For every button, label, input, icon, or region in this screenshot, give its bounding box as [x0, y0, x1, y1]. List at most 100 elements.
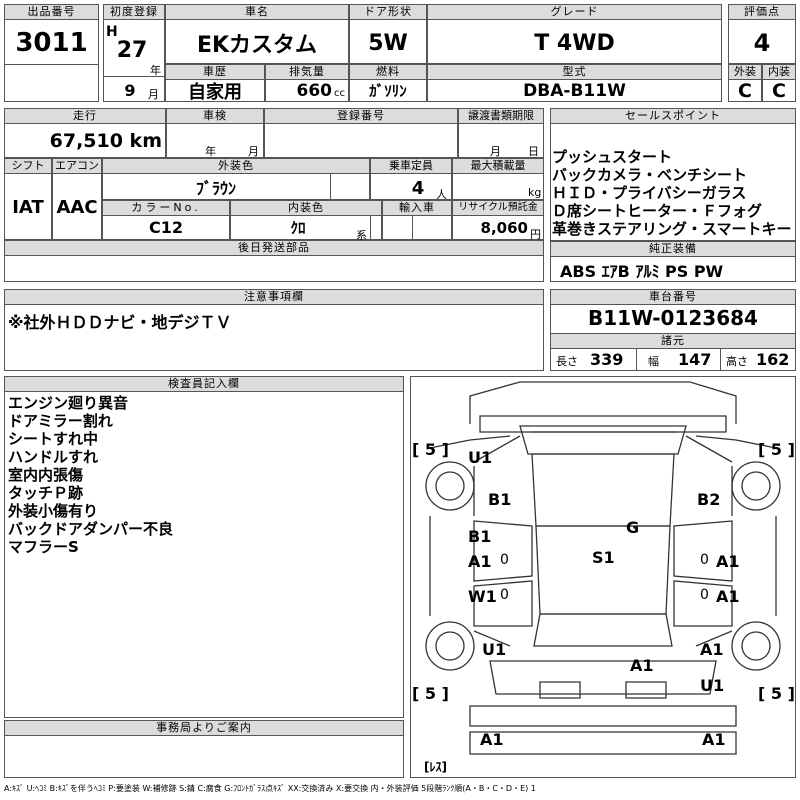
- damage-mark: A1: [716, 552, 740, 571]
- damage-mark: A1: [630, 656, 654, 675]
- sales-points-box: [550, 108, 796, 241]
- inspection-year-unit: 年: [205, 145, 216, 158]
- first-reg-era: H: [106, 24, 118, 40]
- recycle-label: リサイクル預託金: [452, 200, 544, 216]
- sales-point: Ｄ席シートヒーター・Ｆフォグ: [552, 202, 763, 220]
- tire-tag: [ 5 ]: [758, 684, 795, 703]
- tire-tag: [ 5 ]: [412, 684, 449, 703]
- sales-point: ＨＩＤ・プライバシーガラス: [552, 184, 747, 202]
- score-label: 評価点: [728, 4, 796, 20]
- inspector-list: エンジン廻り異音 ドアミラー割れ シートすれ中 ハンドルすれ 室内内張傷 タッチ…: [8, 394, 173, 556]
- chassis-label: 車台番号: [550, 289, 796, 305]
- damage-mark: A1: [716, 587, 740, 606]
- damage-mark: W1: [468, 587, 497, 606]
- lot-box: [4, 4, 99, 102]
- spare-tire-tag: [ﾚｽ]: [424, 760, 447, 774]
- damage-mark: U1: [468, 448, 493, 467]
- int-color-label: 内装色: [230, 200, 382, 216]
- height-label: 高さ: [726, 355, 748, 368]
- transfer-month-unit: 月: [490, 145, 501, 158]
- recycle: 8,060: [480, 218, 528, 237]
- capacity-unit: 人: [436, 188, 447, 201]
- shift: IAT: [12, 196, 44, 218]
- damage-mark: A1: [702, 730, 726, 749]
- first-reg-month: 9: [124, 80, 136, 100]
- displacement-unit: cc: [334, 88, 345, 99]
- transfer-day-unit: 日: [528, 145, 539, 158]
- inspector-line: ハンドルすれ: [8, 448, 99, 466]
- registration-label: 登録番号: [264, 108, 458, 124]
- damage-mark: B1: [468, 527, 492, 546]
- zero-mark: 0: [500, 552, 509, 568]
- score: 4: [753, 29, 771, 57]
- damage-mark: B2: [697, 490, 721, 509]
- displacement: 660: [296, 80, 333, 101]
- tire-tag: [ 5 ]: [412, 440, 449, 459]
- lot-label: 出品番号: [4, 4, 99, 20]
- inspector-line: 室内内張傷: [8, 466, 84, 484]
- mileage: 67,510 km: [49, 130, 162, 152]
- sales-point: バックカメラ・ベンチシート: [552, 166, 748, 184]
- ext-color-label: 外装色: [102, 158, 370, 174]
- inspector-line: ドアミラー割れ: [8, 412, 113, 430]
- std-equipment: ABS ｴｱB ｱﾙﾐ PS PW: [560, 261, 724, 281]
- exterior-grade: C: [738, 79, 752, 102]
- later-parts-label: 後日発送部品: [4, 240, 544, 256]
- aircon: AAC: [56, 196, 98, 218]
- ext-color: ﾌﾞﾗｳﾝ: [195, 179, 236, 198]
- fuel-label: 燃料: [349, 64, 427, 80]
- fuel: ｶﾞｿﾘﾝ: [369, 82, 407, 100]
- damage-mark: U1: [482, 640, 507, 659]
- int-color: ｸﾛ: [290, 219, 306, 237]
- damage-mark: U1: [700, 676, 725, 695]
- damage-mark: A1: [480, 730, 504, 749]
- max-load-label: 最大積載量: [452, 158, 544, 174]
- sales-points-list: プッシュスタート バックカメラ・ベンチシート ＨＩＤ・プライバシーガラス Ｄ席シ…: [552, 148, 792, 238]
- shift-label: シフト: [4, 158, 52, 174]
- transfer-label: 譲渡書類期限: [458, 108, 544, 124]
- width-label: 幅: [648, 355, 659, 368]
- dimensions-label: 諸元: [550, 333, 796, 349]
- interior-grade: C: [772, 79, 786, 102]
- usage: 自家用: [188, 81, 242, 103]
- inspector-box: [4, 376, 404, 718]
- int-color-suffix: 系: [356, 229, 367, 242]
- first-reg-box: [103, 4, 165, 102]
- inspector-label: 検査員記入欄: [4, 376, 404, 392]
- inspector-line: エンジン廻り異音: [8, 394, 129, 412]
- max-load-unit: kg: [528, 186, 542, 199]
- first-reg-month-unit: 月: [148, 88, 159, 101]
- inspector-line: シートすれ中: [8, 430, 99, 448]
- car-name-label: 車名: [165, 4, 349, 20]
- sales-point: プッシュスタート: [552, 148, 673, 166]
- first-reg-year: 27: [116, 37, 148, 63]
- sales-points-label: セールスポイント: [550, 108, 796, 124]
- length-label: 長さ: [556, 355, 578, 368]
- exterior-grade-label: 外装: [728, 64, 762, 80]
- usage-label: 車歴: [165, 64, 265, 80]
- aircon-label: エアコン: [52, 158, 102, 174]
- std-equipment-label: 純正装備: [550, 241, 796, 257]
- car-diagram-outline: [425, 381, 781, 755]
- inspector-line: バックドアダンパー不良: [8, 520, 174, 538]
- damage-mark: B1: [488, 490, 512, 509]
- first-reg-year-unit: 年: [150, 64, 161, 77]
- inspector-line: タッチＰ跡: [8, 484, 84, 502]
- zero-mark: 0: [500, 587, 509, 603]
- mileage-label: 走行: [4, 108, 166, 124]
- first-reg-label: 初度登録: [103, 4, 165, 20]
- legend: A:ｷｽﾞ U:ﾍｺﾐ B:ｷｽﾞを伴うﾍｺﾐ P:要塗装 W:補修跡 S:錆 …: [4, 784, 536, 793]
- height: 162: [756, 349, 790, 369]
- import-label: 輸入車: [382, 200, 452, 216]
- car-name: EKカスタム: [196, 33, 318, 58]
- capacity: 4: [411, 177, 425, 199]
- chassis: B11W-0123684: [588, 306, 758, 330]
- length: 339: [590, 349, 624, 369]
- inspection-label: 車検: [166, 108, 264, 124]
- damage-mark: A1: [468, 552, 492, 571]
- grade-label: グレード: [427, 4, 722, 20]
- grade: T 4WD: [534, 30, 615, 56]
- recycle-unit: 円: [530, 228, 541, 241]
- model-label: 型式: [427, 64, 722, 80]
- notes: ※社外ＨＤＤナビ・地デジＴＶ: [8, 313, 232, 332]
